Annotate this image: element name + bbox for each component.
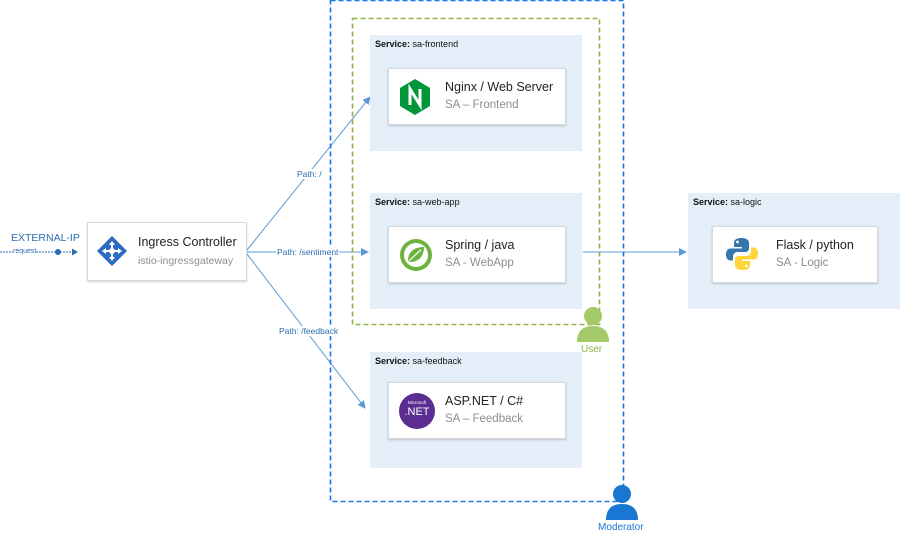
user-icon bbox=[575, 305, 611, 343]
request-label: request bbox=[13, 248, 37, 255]
service-title: Service: sa-logic bbox=[693, 197, 762, 207]
ingress-sub: istio-ingressgateway bbox=[138, 255, 234, 267]
python-icon bbox=[725, 237, 759, 271]
frontend-card-name: Nginx / Web Server bbox=[445, 80, 554, 94]
ingress-name: Ingress Controller bbox=[138, 235, 237, 249]
dotnet-icon-small-text: Microsoft bbox=[407, 400, 427, 405]
feedback-card-sub: SA – Feedback bbox=[445, 413, 523, 425]
logic-card-sub: SA - Logic bbox=[776, 257, 829, 269]
feedback-card-name: ASP.NET / C# bbox=[445, 394, 524, 408]
path-feedback-label: Path: /feedback bbox=[278, 326, 340, 336]
spring-icon bbox=[399, 238, 433, 272]
external-ip-label: EXTERNAL-IP bbox=[11, 232, 80, 244]
moderator-icon bbox=[604, 483, 640, 521]
ingress-controller-card[interactable]: Ingress Controller istio-ingressgateway bbox=[87, 222, 247, 281]
feedback-card[interactable]: Microsoft .NET ASP.NET / C# SA – Feedbac… bbox=[388, 382, 566, 439]
service-sa-logic: Service: sa-logic Flask / python SA - Lo… bbox=[688, 193, 900, 309]
kubernetes-icon bbox=[96, 235, 128, 267]
service-title: Service: sa-feedback bbox=[375, 356, 462, 366]
webapp-card[interactable]: Spring / java SA - WebApp bbox=[388, 226, 566, 283]
user-boundary bbox=[351, 17, 601, 326]
logic-card-name: Flask / python bbox=[776, 238, 854, 252]
service-sa-feedback: Service: sa-feedback Microsoft .NET ASP.… bbox=[370, 352, 582, 468]
request-dot bbox=[55, 249, 61, 255]
dotnet-icon-text: .NET bbox=[404, 406, 430, 418]
nginx-icon bbox=[399, 79, 431, 115]
webapp-card-name: Spring / java bbox=[445, 238, 515, 252]
path-root-label: Path: / bbox=[296, 169, 323, 179]
service-title: Service: sa-web-app bbox=[375, 197, 460, 207]
logic-card[interactable]: Flask / python SA - Logic bbox=[712, 226, 878, 283]
dotnet-icon: Microsoft .NET bbox=[399, 393, 435, 429]
service-sa-web-app: Service: sa-web-app Spring / java SA - W… bbox=[370, 193, 582, 309]
request-arrowhead bbox=[72, 248, 78, 256]
service-title: Service: sa-frontend bbox=[375, 39, 459, 49]
moderator-label: Moderator bbox=[598, 522, 644, 533]
service-sa-frontend: Service: sa-frontend Nginx / Web Server … bbox=[370, 35, 582, 151]
frontend-card-sub: SA – Frontend bbox=[445, 99, 519, 111]
frontend-card[interactable]: Nginx / Web Server SA – Frontend bbox=[388, 68, 566, 125]
user-label: User bbox=[581, 344, 603, 355]
path-sentiment-label: Path: /sentiment bbox=[276, 247, 340, 257]
webapp-card-sub: SA - WebApp bbox=[445, 257, 514, 269]
